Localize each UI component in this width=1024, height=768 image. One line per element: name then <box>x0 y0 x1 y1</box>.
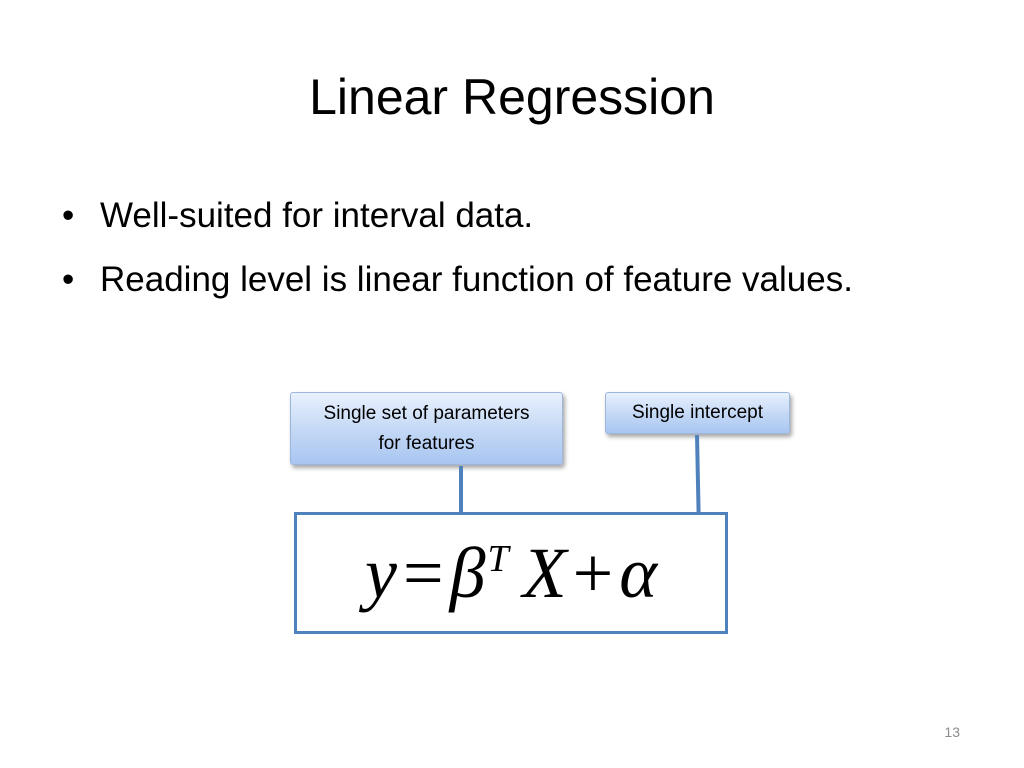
formula-plus: + <box>572 532 614 613</box>
formula-transpose: T <box>487 538 509 580</box>
slide-title: Linear Regression <box>309 69 715 125</box>
bullet-text: Well-suited for interval data. <box>100 196 534 235</box>
bullet-marker: • <box>62 196 75 235</box>
intercept-callout: Single intercept <box>605 392 790 434</box>
intercept-callout-text: Single intercept <box>632 402 763 423</box>
formula-alpha: α <box>619 532 657 613</box>
bullet-item: • Reading level is linear function of fe… <box>56 252 926 308</box>
formula-x: X <box>522 532 567 613</box>
parameters-callout-line1: Single set of parameters <box>323 403 530 424</box>
formula-equals: = <box>402 532 444 613</box>
bullet-item: • Well-suited for interval data. <box>56 188 926 244</box>
parameters-callout: Single set of parameters for features <box>290 392 563 465</box>
parameters-callout-line2: for features <box>378 433 475 454</box>
bullet-text: Reading level is linear function of feat… <box>100 260 853 299</box>
bullet-list: • Well-suited for interval data. • Readi… <box>56 188 926 316</box>
bullet-marker: • <box>62 260 75 299</box>
formula-beta: β <box>449 532 486 613</box>
formula-y: y <box>365 532 397 613</box>
page-number: 13 <box>944 724 960 740</box>
